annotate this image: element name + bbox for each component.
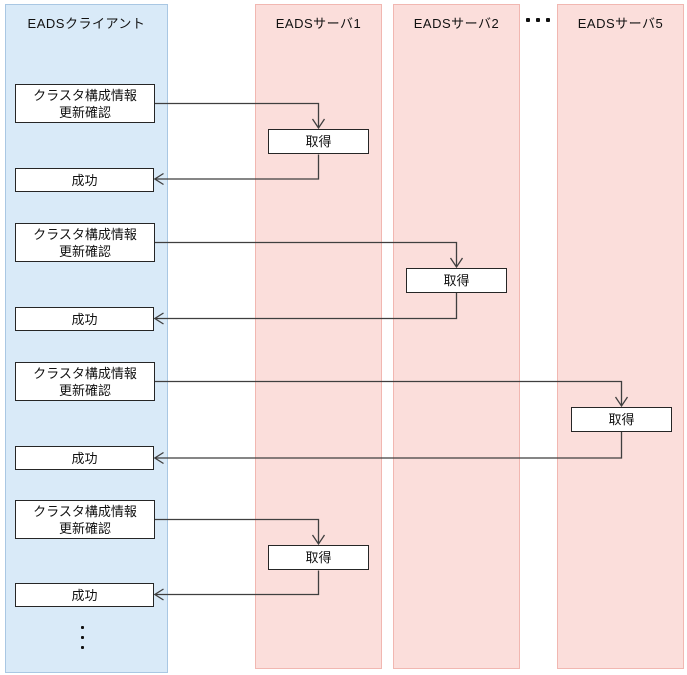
- check-update-box-4: クラスタ構成情報 更新確認: [15, 500, 155, 539]
- check-update-line1: クラスタ構成情報: [33, 87, 137, 103]
- dot: [81, 646, 84, 649]
- ellipsis-sequence-continues: [81, 626, 84, 649]
- arrowhead-down-2: [449, 257, 464, 269]
- check-update-box-3: クラスタ構成情報 更新確認: [15, 362, 155, 401]
- get-label: 取得: [305, 550, 332, 565]
- get-box-server1-2: 取得: [268, 545, 369, 570]
- dot: [536, 18, 540, 22]
- success-label: 成功: [71, 450, 98, 466]
- arrowhead-left-4: [153, 588, 164, 601]
- arrow-response-2: [156, 292, 458, 320]
- success-box-1: 成功: [15, 168, 154, 192]
- get-label: 取得: [443, 273, 470, 288]
- success-box-3: 成功: [15, 446, 154, 470]
- check-update-line1: クラスタ構成情報: [33, 226, 137, 242]
- dot: [81, 626, 84, 629]
- column-label-server2: EADSサーバ2: [413, 16, 500, 31]
- success-label: 成功: [71, 172, 98, 188]
- column-label-client: EADSクライアント: [27, 16, 146, 31]
- check-update-line2: 更新確認: [58, 382, 111, 398]
- arrow-request-2: [155, 241, 458, 267]
- arrow-response-4: [156, 570, 320, 596]
- column-eads-server5: EADSサーバ5: [557, 4, 684, 669]
- arrowhead-left-1: [153, 172, 164, 186]
- check-update-box-1: クラスタ構成情報 更新確認: [15, 84, 155, 123]
- get-label: 取得: [608, 412, 635, 427]
- arrowhead-left-3: [153, 451, 164, 465]
- column-eads-server2: EADSサーバ2: [393, 4, 520, 669]
- arrowhead-down-3: [614, 396, 629, 408]
- success-box-2: 成功: [15, 307, 154, 331]
- success-label: 成功: [71, 587, 98, 603]
- ellipsis-between-servers: [526, 18, 550, 22]
- dot: [546, 18, 550, 22]
- arrowhead-down-1: [311, 118, 326, 130]
- check-update-line2: 更新確認: [58, 520, 111, 536]
- dot: [81, 636, 84, 639]
- arrow-request-1: [155, 102, 320, 128]
- get-box-server5: 取得: [571, 407, 672, 432]
- check-update-box-2: クラスタ構成情報 更新確認: [15, 223, 155, 262]
- arrowhead-left-2: [153, 312, 164, 325]
- get-label: 取得: [305, 134, 332, 149]
- arrow-request-4: [155, 518, 320, 544]
- dot: [526, 18, 530, 22]
- check-update-line2: 更新確認: [58, 104, 111, 120]
- arrow-request-3: [155, 380, 623, 406]
- success-box-4: 成功: [15, 583, 154, 607]
- success-label: 成功: [71, 311, 98, 327]
- get-box-server2: 取得: [406, 268, 507, 293]
- arrow-response-3: [156, 431, 623, 459]
- column-label-server1: EADSサーバ1: [275, 16, 362, 31]
- arrow-response-1: [156, 154, 320, 180]
- check-update-line2: 更新確認: [58, 243, 111, 259]
- get-box-server1-1: 取得: [268, 129, 369, 154]
- arrowhead-down-4: [311, 534, 326, 546]
- check-update-line1: クラスタ構成情報: [33, 503, 137, 519]
- column-label-server5: EADSサーバ5: [577, 16, 664, 31]
- check-update-line1: クラスタ構成情報: [33, 365, 137, 381]
